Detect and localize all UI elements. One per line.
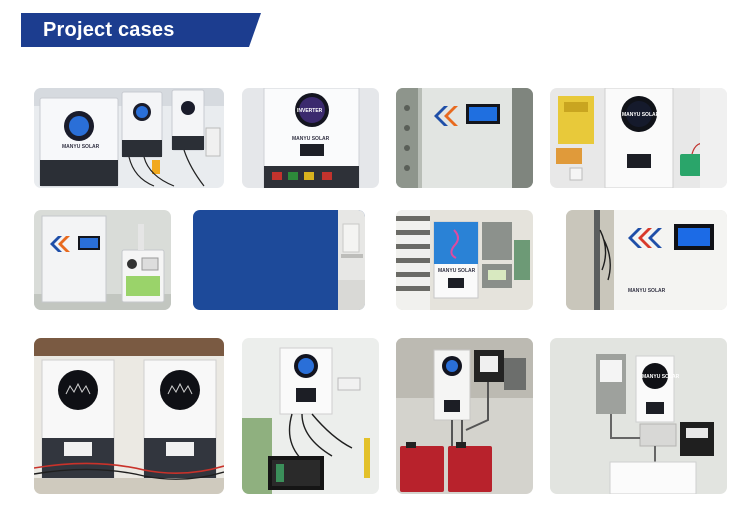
case-photo-3[interactable] [396, 88, 533, 188]
section-header: Project cases [21, 13, 261, 47]
case-photo-4[interactable]: MANYU SOLAR [550, 88, 727, 188]
case-photo-8-brand: MANYU SOLAR [628, 288, 666, 294]
case-photo-3-image [396, 88, 533, 188]
case-photo-12-image: MANYU SOLAR [550, 338, 727, 494]
case-photo-1-image: MANYU SOLAR [34, 88, 224, 188]
case-photo-5-image [34, 210, 171, 310]
case-photo-2-screen-text: INVERTER [297, 108, 323, 114]
case-photo-7[interactable]: MANYU SOLAR [396, 210, 533, 310]
case-photo-10[interactable] [242, 338, 379, 494]
case-photo-12[interactable]: MANYU SOLAR [550, 338, 727, 494]
case-photo-8-image: MANYU SOLAR [566, 210, 727, 310]
case-photo-2[interactable]: INVERTER MANYU SOLAR [242, 88, 379, 188]
case-photo-5[interactable] [34, 210, 171, 310]
case-photo-4-image: MANYU SOLAR [550, 88, 727, 188]
case-photo-4-brand: MANYU SOLAR [622, 112, 660, 118]
case-photo-1[interactable]: MANYU SOLAR [34, 88, 224, 188]
case-photo-10-image [242, 338, 379, 494]
case-photo-8[interactable]: MANYU SOLAR [566, 210, 727, 310]
case-photo-6-image [193, 210, 365, 310]
case-photo-9[interactable] [34, 338, 224, 494]
case-photo-6[interactable] [193, 210, 365, 310]
case-photo-2-brand: MANYU SOLAR [292, 136, 330, 142]
case-photo-11[interactable] [396, 338, 533, 494]
case-photo-12-brand: MANYU SOLAR [642, 374, 680, 380]
case-photo-9-image [34, 338, 224, 494]
case-photo-1-brand: MANYU SOLAR [62, 144, 100, 150]
case-photo-2-image: INVERTER MANYU SOLAR [242, 88, 379, 188]
case-photo-7-image: MANYU SOLAR [396, 210, 533, 310]
case-photo-7-brand: MANYU SOLAR [438, 268, 476, 274]
section-title: Project cases [43, 19, 175, 41]
case-photo-11-image [396, 338, 533, 494]
header-ribbon-shape [21, 13, 261, 47]
